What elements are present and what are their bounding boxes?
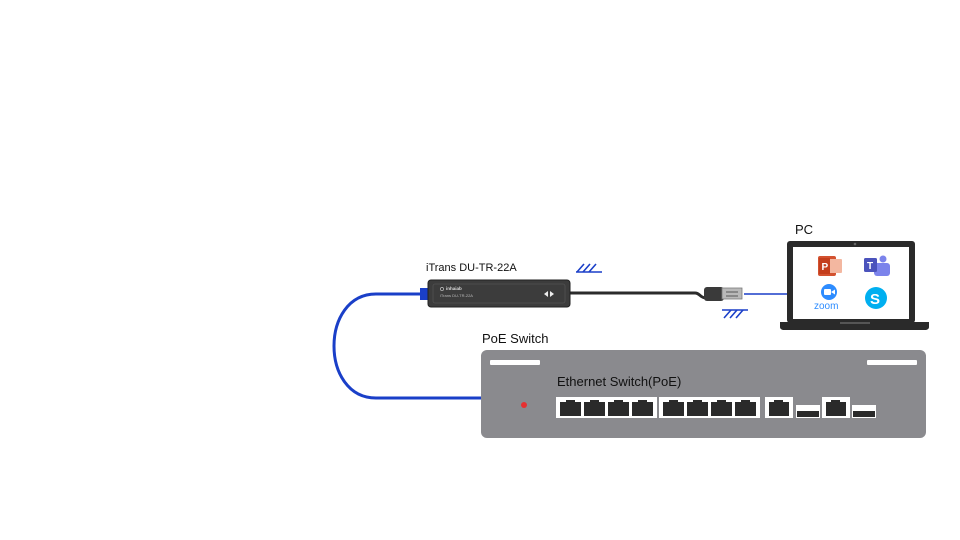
device-label: iTrans DU-TR-22A bbox=[426, 262, 517, 274]
device-model-label: iTrans DU-TR-22A bbox=[440, 293, 473, 298]
skype-icon: S bbox=[865, 287, 887, 309]
poe-switch-label: PoE Switch bbox=[482, 331, 549, 346]
zoom-icon bbox=[821, 284, 837, 300]
port-group-2 bbox=[659, 397, 760, 418]
port-group-1 bbox=[556, 397, 657, 418]
svg-text:S: S bbox=[870, 291, 880, 308]
device-brand-label: inhaiab bbox=[446, 286, 462, 291]
svg-text:P: P bbox=[822, 262, 829, 273]
ethernet-cable bbox=[332, 292, 482, 400]
status-led bbox=[521, 402, 527, 408]
powerpoint-icon: P bbox=[818, 256, 842, 276]
uplink-port-1 bbox=[765, 397, 793, 418]
pc-label: PC bbox=[795, 222, 814, 237]
arrows-icon bbox=[544, 291, 554, 297]
uplink-port-2 bbox=[822, 397, 850, 418]
poe-switch bbox=[481, 350, 926, 438]
ethernet-switch-label: Ethernet Switch(PoE) bbox=[557, 374, 682, 389]
svg-text:T: T bbox=[867, 261, 873, 272]
zoom-app-label: zoom bbox=[814, 301, 839, 312]
itrans-device bbox=[427, 279, 571, 308]
usb-cable bbox=[570, 291, 707, 300]
teams-icon: T bbox=[864, 255, 890, 276]
rj45-plug-device bbox=[420, 288, 428, 300]
laptop bbox=[780, 241, 929, 330]
usb-plug bbox=[704, 287, 743, 301]
sfp-port-2 bbox=[852, 405, 876, 418]
signal-marks-bottom bbox=[722, 309, 748, 319]
sfp-port-1 bbox=[796, 405, 820, 418]
signal-marks-top bbox=[576, 263, 602, 273]
